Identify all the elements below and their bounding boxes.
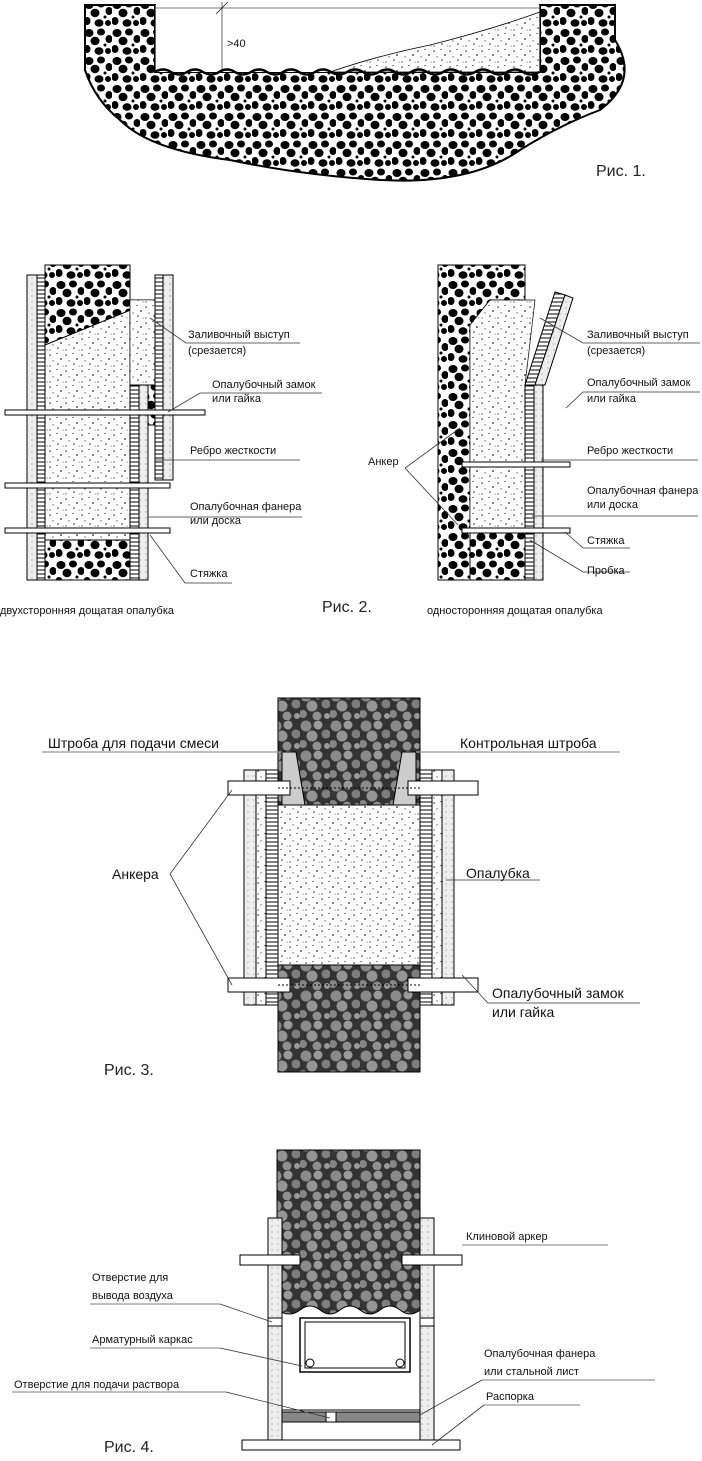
- tie-rod: [4, 482, 171, 489]
- rubble-concrete: [84, 4, 626, 182]
- figure-4-column-repair: Клиновой аркер Отверстие для вывода возд…: [12, 1149, 655, 1456]
- label-plug: Пробка: [587, 565, 625, 577]
- figure-3-caption: Рис. 3.: [104, 1062, 154, 1079]
- label-anchors: Анкера: [112, 866, 159, 882]
- label-plywood: Опалубочная фанера: [587, 485, 699, 497]
- wedge-anchor: [401, 1254, 463, 1266]
- tie-rod: [4, 409, 206, 416]
- label-air-outlet: вывода воздуха: [92, 1290, 174, 1302]
- label-plywood: Опалубочная фанера: [190, 501, 302, 513]
- figure-4-caption: Рис. 4.: [104, 1439, 154, 1456]
- rebar-cage: [299, 1317, 411, 1373]
- label-formwork-lock: Опалубочный замок: [492, 985, 624, 1001]
- label-stiffener: Ребро жесткости: [587, 445, 673, 457]
- tie-rod: [461, 527, 571, 534]
- subtitle-double-sided: двухсторонняя дощатая опалубка: [0, 605, 175, 617]
- label-cut-off: (срезается): [587, 345, 645, 357]
- wedge-anchor: [239, 1254, 301, 1266]
- label-air-hole: Отверстие для: [92, 1272, 168, 1284]
- label-formwork-lock: Опалубочный замок: [587, 377, 691, 389]
- label-formwork: Опалубка: [466, 865, 530, 881]
- label-pour-ledge: Заливочный выступ: [188, 329, 290, 341]
- label-or-nut: или гайка: [212, 393, 262, 405]
- figure-1-caption: Рис. 1.: [596, 163, 646, 180]
- label-anchor: Анкер: [368, 456, 399, 468]
- bottom-tie: [241, 1439, 461, 1451]
- tie-rod: [4, 527, 171, 534]
- spacer: [281, 1411, 421, 1423]
- label-stiffener: Ребро жесткости: [190, 445, 276, 457]
- figure-2-caption: Рис. 2.: [322, 599, 372, 616]
- label-wedge-anchor: Клиновой аркер: [466, 1231, 548, 1243]
- tie-rod: [461, 461, 571, 468]
- label-or-nut: или гайка: [492, 1004, 555, 1020]
- new-concrete-fill: [329, 11, 541, 73]
- label-cut-off: (срезается): [188, 345, 246, 357]
- dimension-label: >40: [227, 38, 246, 50]
- label-or-board: или доска: [190, 515, 242, 527]
- label-steel-sheet: или стальной лист: [484, 1366, 579, 1378]
- anchor-bolt: [227, 977, 291, 993]
- anchor-bolt: [227, 780, 291, 796]
- label-rebar-cage: Арматурный каркас: [92, 1334, 193, 1346]
- label-feed-groove: Штроба для подачи смеси: [48, 735, 219, 751]
- label-control-groove: Контрольная штроба: [460, 735, 597, 751]
- label-formwork-lock: Опалубочный замок: [212, 379, 316, 391]
- label-or-nut: или гайка: [587, 393, 637, 405]
- label-mortar-feed-hole: Отверстие для подачи раствора: [14, 1379, 180, 1391]
- figure-2-double-sided-formwork: Заливочный выступ (срезается) Опалубочны…: [0, 264, 322, 617]
- subtitle-single-sided: односторонняя дощатая опалубка: [427, 605, 603, 617]
- figure-1-trench: >40 Рис. 1.: [84, 1, 646, 182]
- label-tie: Стяжка: [587, 535, 625, 547]
- label-or-board: или доска: [587, 499, 639, 511]
- figure-3-wall-repair: Штроба для подачи смеси Контрольная штро…: [42, 697, 640, 1079]
- label-plywood: Опалубочная фанера: [484, 1348, 596, 1360]
- figure-2-single-sided-formwork: Анкер Заливочный выступ (срезается) Опал…: [368, 264, 700, 617]
- label-pour-ledge: Заливочный выступ: [587, 329, 689, 341]
- label-spacer: Распорка: [486, 1391, 535, 1403]
- label-tie: Стяжка: [190, 568, 228, 580]
